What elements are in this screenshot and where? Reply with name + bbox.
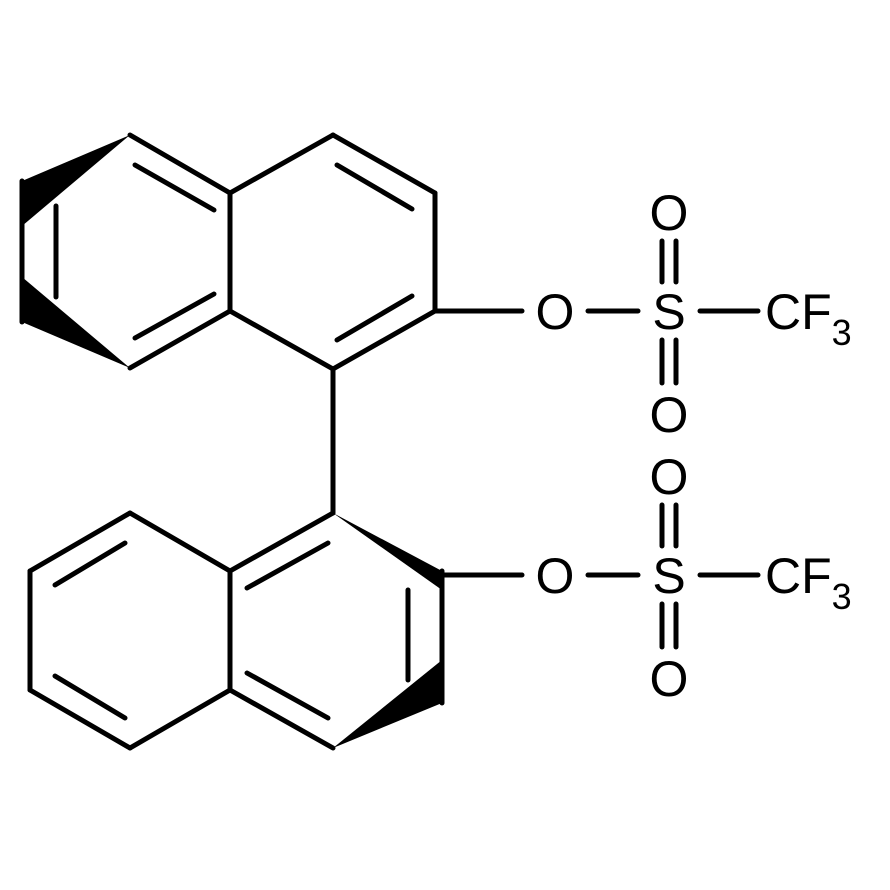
lower-triflate-group: O S CF3 O O	[536, 449, 852, 707]
lower-inner-double	[52, 540, 128, 588]
lower-bond	[127, 687, 233, 751]
upper-sulfur: S	[652, 284, 685, 340]
lower-bond	[127, 510, 233, 574]
lower-wedge-bond-bottom	[333, 660, 442, 748]
lower-cf3-group: CF3	[765, 548, 852, 617]
upper-wedge-bond-bottom	[22, 277, 130, 368]
upper-bond	[127, 132, 233, 196]
upper-cf-subscript: 3	[832, 312, 852, 353]
lower-inner-double	[52, 673, 128, 721]
lower-sulfonyl-oxygen-bottom: O	[650, 651, 689, 707]
lower-bond	[27, 687, 133, 751]
upper-inner-double	[334, 293, 415, 343]
lower-sulfonyl-oxygen-top: O	[650, 449, 689, 505]
upper-triflate-group: O S CF3 O O	[536, 185, 852, 443]
upper-bond	[227, 132, 336, 196]
upper-cf-label: CF	[765, 284, 832, 340]
lower-bond	[227, 510, 336, 574]
upper-inner-double	[132, 291, 217, 341]
upper-bond	[330, 132, 438, 196]
lower-inner-double	[244, 670, 331, 721]
upper-inner-double	[334, 162, 415, 212]
upper-bond	[330, 308, 438, 372]
upper-cf3-group: CF3	[765, 284, 852, 353]
lower-cf-subscript: 3	[832, 576, 852, 617]
upper-bond	[227, 308, 336, 372]
upper-sulfonyl-oxygen-bottom: O	[650, 387, 689, 443]
upper-sulfonyl-oxygen-top: O	[650, 185, 689, 241]
lower-bond	[227, 687, 336, 751]
upper-naphthalene	[19, 132, 525, 372]
upper-ester-oxygen: O	[536, 284, 575, 340]
lower-inner-double	[244, 540, 331, 591]
lower-ester-oxygen: O	[536, 548, 575, 604]
lower-wedge-bond-top	[333, 513, 442, 590]
lower-cf-label: CF	[765, 548, 832, 604]
lower-sulfur: S	[652, 548, 685, 604]
upper-bond	[127, 308, 233, 371]
upper-inner-double	[132, 162, 217, 213]
lower-bond	[27, 510, 133, 574]
lower-naphthalene	[27, 510, 525, 751]
upper-wedge-bond-top	[22, 135, 130, 226]
